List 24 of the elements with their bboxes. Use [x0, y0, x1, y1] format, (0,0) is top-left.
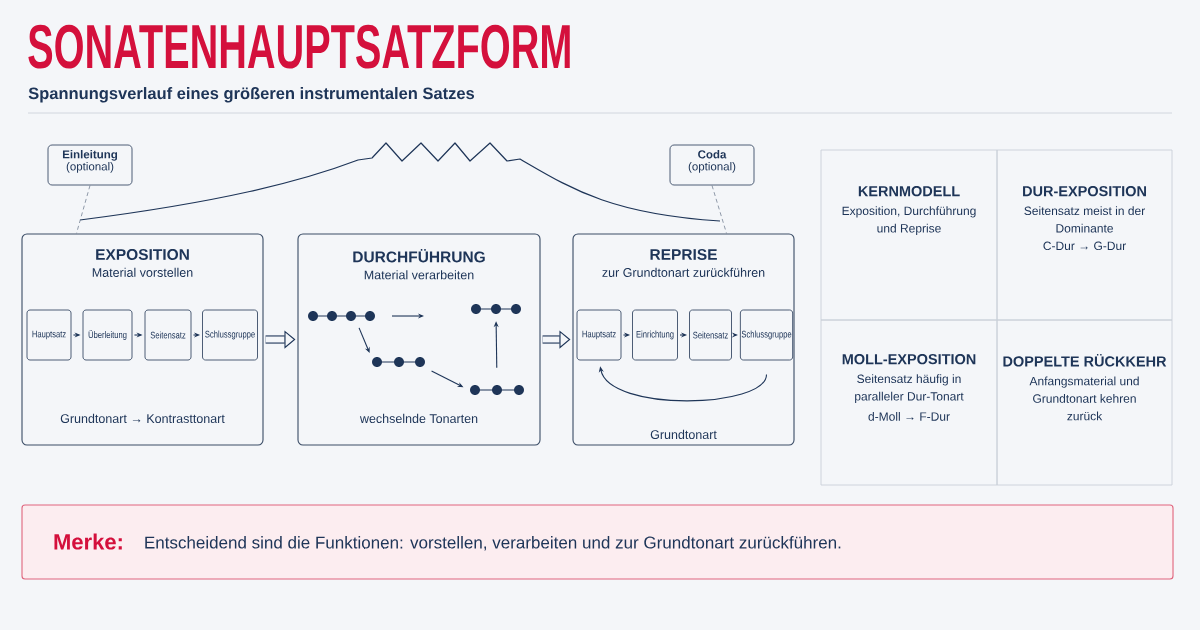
step-box: Seitensatz	[144, 309, 192, 361]
dot-chain	[372, 357, 425, 367]
callout-box: Einleitung (optional)	[47, 144, 133, 186]
step-box: Überleitung	[82, 309, 133, 361]
step-box: Schlussgruppe	[202, 309, 258, 361]
dot-chain	[308, 311, 375, 321]
leader-line	[711, 185, 727, 234]
grid-cell: MOLL-EXPOSITION Seitensatz häufig in paralleler Dur-Tonart d-Moll → F-Dur	[820, 319, 998, 486]
step-box: Hauptsatz	[576, 309, 622, 361]
callout-box: Coda (optional)	[669, 144, 755, 186]
step-box: Einrichtung	[632, 309, 678, 361]
step-box: Hauptsatz	[26, 309, 72, 361]
grid-cell: DUR-EXPOSITION Seitensatz meist in der Dominante C-Dur → G-Dur	[996, 149, 1173, 321]
title: SONATENHAUPTSATZFORM	[28, 24, 570, 69]
grid-cell: DOPPELTE RÜCKKEHR Anfangsmaterial und Grundtonart kehren zurück	[996, 319, 1173, 486]
dot-chain	[471, 304, 521, 314]
subtitle: Spannungsverlauf eines größeren instrumentalen Satzes	[28, 87, 475, 103]
note-box: Merke: Entscheidend sind die Funktionen: vorstellen, verarbeiten und zur Grundtonart zurückführen.	[21, 504, 1174, 580]
step-box: Schlussgruppe	[739, 309, 794, 361]
grid-cell: KERNMODELL Exposition, Durchführung und Reprise	[820, 149, 998, 321]
section-box: DURCHFÜHRUNG Material verarbeiten wechselnde Tonarten	[297, 233, 541, 446]
dot-chain	[470, 385, 524, 395]
leader-line	[76, 185, 91, 234]
step-box: Seitensatz	[689, 309, 732, 361]
